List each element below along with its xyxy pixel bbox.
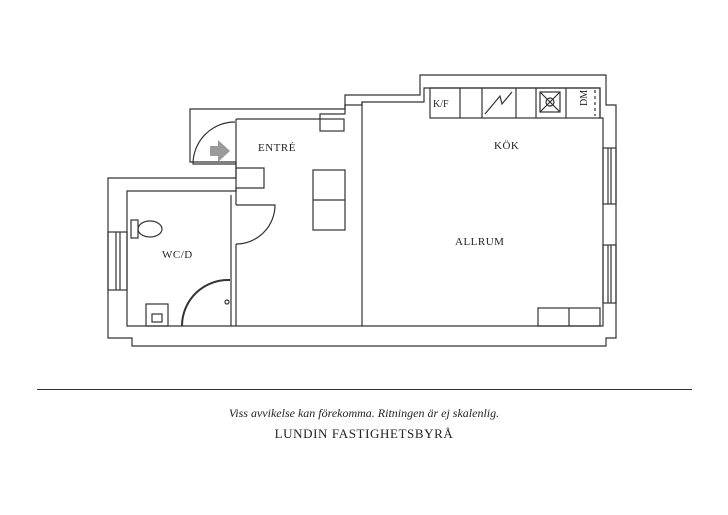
footer-divider	[37, 389, 692, 390]
room-label-kok: KÖK	[494, 140, 519, 152]
entry-cabinet	[319, 118, 345, 132]
room-label-wcd: WC/D	[162, 249, 193, 261]
appliance-label-dm: DM	[579, 90, 590, 106]
toilet-icon	[130, 219, 139, 239]
stove-icon	[539, 91, 561, 113]
window-left	[107, 231, 128, 291]
kitchen-counter	[429, 87, 601, 119]
shower-curtain	[180, 278, 231, 327]
bathroom-wall	[230, 195, 237, 326]
room-label-allrum: ALLRUM	[455, 236, 504, 248]
appliance-label-kf: K/F	[433, 99, 449, 110]
entry-door	[192, 121, 236, 165]
entry-arrow-icon	[210, 140, 230, 162]
counter-zigzag	[484, 91, 513, 115]
disclaimer-text: Viss avvikelse kan förekomma. Ritningen …	[228, 406, 500, 420]
room-label-entre: ENTRÉ	[258, 142, 296, 154]
window-right-upper	[602, 147, 617, 205]
window-right-lower	[602, 244, 617, 304]
brand-name: LUNDIN FASTIGHETSBYRÅ	[274, 426, 454, 441]
hall-partition	[235, 167, 265, 205]
bathroom-door	[235, 204, 276, 245]
floor-plan: ENTRÉ KÖK ALLRUM WC/D K/F DM	[107, 74, 617, 347]
sink-icon	[145, 303, 169, 327]
outer-wall	[107, 74, 617, 347]
